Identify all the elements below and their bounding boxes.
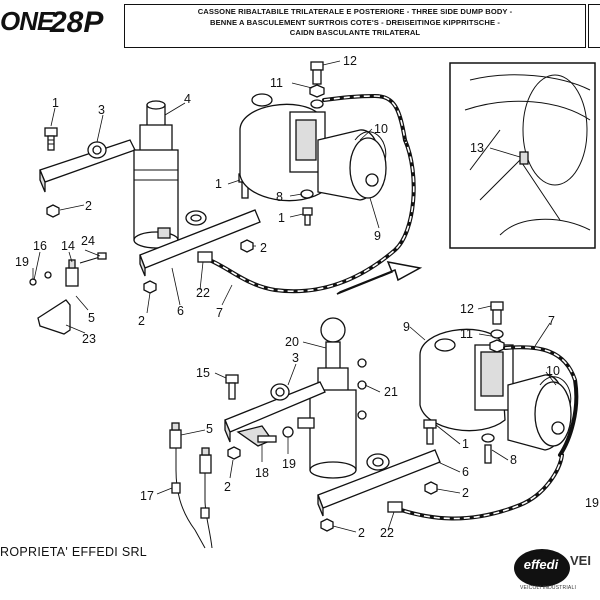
callout-label: 2 — [358, 526, 365, 540]
callout-label: 11 — [460, 327, 473, 341]
title-block-side-cell — [588, 4, 600, 48]
callout-label: 2 — [138, 314, 145, 328]
callout-label: 21 — [384, 385, 398, 399]
effedi-logo-text: effedi — [523, 557, 559, 572]
brand-side-text: VEI — [570, 553, 591, 568]
cross-member-part — [317, 449, 441, 517]
callout-label: 8 — [276, 190, 283, 204]
callout-label: 2 — [224, 480, 231, 494]
title-line-2: BENNE A BASCULEMENT SURTROIS COTE'S - DR… — [210, 17, 500, 27]
callout-label: 16 — [33, 239, 47, 253]
model-number: 28P — [50, 6, 104, 39]
callout-label: 15 — [196, 366, 210, 380]
bolt-part — [44, 127, 58, 151]
limit-switch-part — [169, 422, 213, 549]
callout-label: 6 — [177, 304, 184, 318]
callout-label: 19 — [282, 457, 296, 471]
callout-label: 7 — [216, 306, 223, 320]
hose-fitting-part — [309, 61, 407, 142]
ownership-notice: ROPRIETA' EFFEDI SRL — [0, 545, 148, 559]
title-block: CASSONE RIBALTABILE TRILATERALE E POSTER… — [124, 4, 586, 48]
callout-label: 6 — [462, 465, 469, 479]
callout-label: 3 — [292, 351, 299, 365]
callout-label: 9 — [403, 320, 410, 334]
brand-subtitle: VEICOLI INDUSTRIALI — [520, 585, 577, 591]
callout-label: 2 — [462, 486, 469, 500]
callout-label: 3 — [98, 103, 105, 117]
view-transition-arrow — [336, 261, 423, 295]
hydraulic-cylinder-part — [133, 100, 207, 249]
title-line-1: CASSONE RIBALTABILE TRILATERALE E POSTER… — [197, 7, 513, 16]
callout-label: 2 — [85, 199, 92, 213]
callout-label: 12 — [343, 54, 357, 68]
callout-label: 14 — [61, 239, 75, 253]
callout-label: 12 — [460, 302, 474, 316]
callout-label: 4 — [184, 92, 191, 106]
callout-label: 9 — [374, 229, 381, 243]
title-line-3: CAIDN BASCULANTE TRILATERAL — [289, 28, 421, 37]
bolt-part — [225, 374, 239, 400]
nut-part — [46, 204, 60, 218]
callout-label: 8 — [510, 453, 517, 467]
electric-pump-part — [239, 93, 387, 202]
hydraulic-cylinder-part — [297, 317, 390, 479]
callout-label: 7 — [548, 314, 555, 328]
callout-label: 10 — [374, 122, 388, 136]
cab-inset-view — [449, 62, 596, 249]
electric-pump-part — [419, 328, 572, 451]
callout-label: 1 — [215, 177, 222, 191]
callout-label: 2 — [260, 241, 267, 255]
cross-member-part — [139, 209, 261, 277]
callout-label: 5 — [88, 311, 95, 325]
callout-label: 19 — [15, 255, 29, 269]
callout-label: 5 — [206, 422, 213, 436]
hydraulic-hose-part — [387, 453, 564, 521]
effedi-logo — [514, 549, 570, 587]
leader-lines — [32, 60, 557, 533]
callout-label: 17 — [140, 489, 154, 503]
callout-label: 1 — [52, 96, 59, 110]
callout-label: 20 — [285, 335, 299, 349]
callout-label: 24 — [81, 234, 95, 248]
limit-switch-part — [29, 252, 107, 335]
callout-label: 1 — [278, 211, 285, 225]
callout-label: 22 — [380, 526, 394, 540]
callout-label: 23 — [82, 332, 96, 346]
hydraulic-hose-part — [197, 138, 416, 294]
washer-part — [300, 189, 314, 226]
callout-label: 22 — [196, 286, 210, 300]
nut-part — [143, 239, 254, 294]
callout-label: 11 — [270, 76, 283, 90]
nut-part — [227, 446, 438, 532]
callout-label: 19 — [585, 496, 599, 510]
callout-label: 13 — [470, 141, 484, 155]
bolt-part — [423, 419, 495, 464]
callout-label: 18 — [255, 466, 269, 480]
brand-logo-fragment: ONE — [0, 6, 54, 36]
tipping-lever-part — [236, 425, 294, 447]
hose-fitting-part — [489, 301, 579, 457]
callout-label: 1 — [462, 437, 469, 451]
callout-label: 10 — [546, 364, 560, 378]
mounting-bracket-part — [224, 381, 326, 443]
